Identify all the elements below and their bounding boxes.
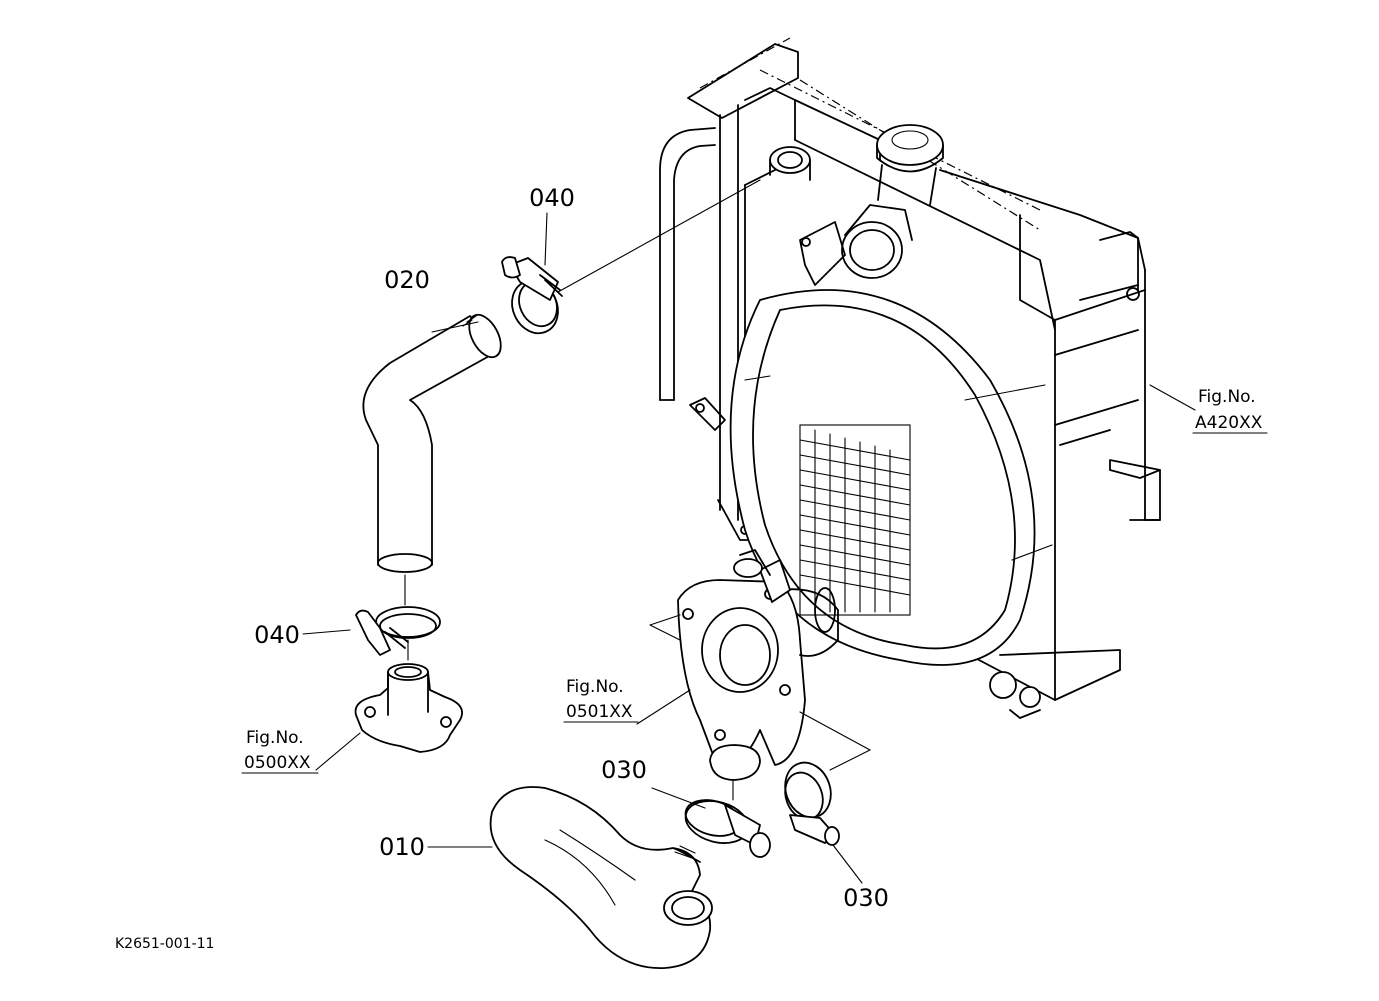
hose-clamp-040-upper: [501, 256, 563, 335]
fig-ref-number: 0500XX: [244, 753, 311, 773]
fig-ref-label: Fig.No.: [1198, 387, 1256, 407]
upper-radiator-hose: [362, 313, 502, 573]
part-label-020: 020: [384, 266, 430, 294]
radiator-assembly: [659, 37, 1161, 719]
figure-reference-a420xx: Fig.No. A420XX: [1192, 387, 1268, 434]
part-label-030-left: 030: [601, 756, 647, 784]
assembly-lines: [302, 179, 1196, 884]
fig-ref-number: A420XX: [1195, 413, 1263, 433]
figure-reference-0501xx: Fig.No. 0501XX: [563, 677, 639, 723]
fig-ref-label: Fig.No.: [246, 728, 304, 748]
hose-clamp-030-right: [784, 761, 840, 846]
part-label-030-right: 030: [843, 884, 889, 912]
part-label-040-lower: 040: [254, 621, 300, 649]
part-labels: 040 020 040 030 010 030: [254, 184, 889, 912]
drawing-code: K2651-001-11: [115, 936, 214, 952]
part-label-040-upper: 040: [529, 184, 575, 212]
fig-ref-number: 0501XX: [566, 702, 633, 722]
thermostat-housing: [354, 663, 463, 753]
hose-clamp-040-lower: [355, 606, 441, 656]
radiator-core-fins: [799, 424, 911, 616]
lower-radiator-hose: [489, 786, 713, 969]
water-pump-flange: [649, 549, 872, 781]
hose-clamp-030-left: [684, 799, 771, 858]
figure-reference-0500xx: Fig.No. 0500XX: [241, 728, 319, 774]
fig-ref-label: Fig.No.: [566, 677, 624, 697]
part-label-010: 010: [379, 833, 425, 861]
